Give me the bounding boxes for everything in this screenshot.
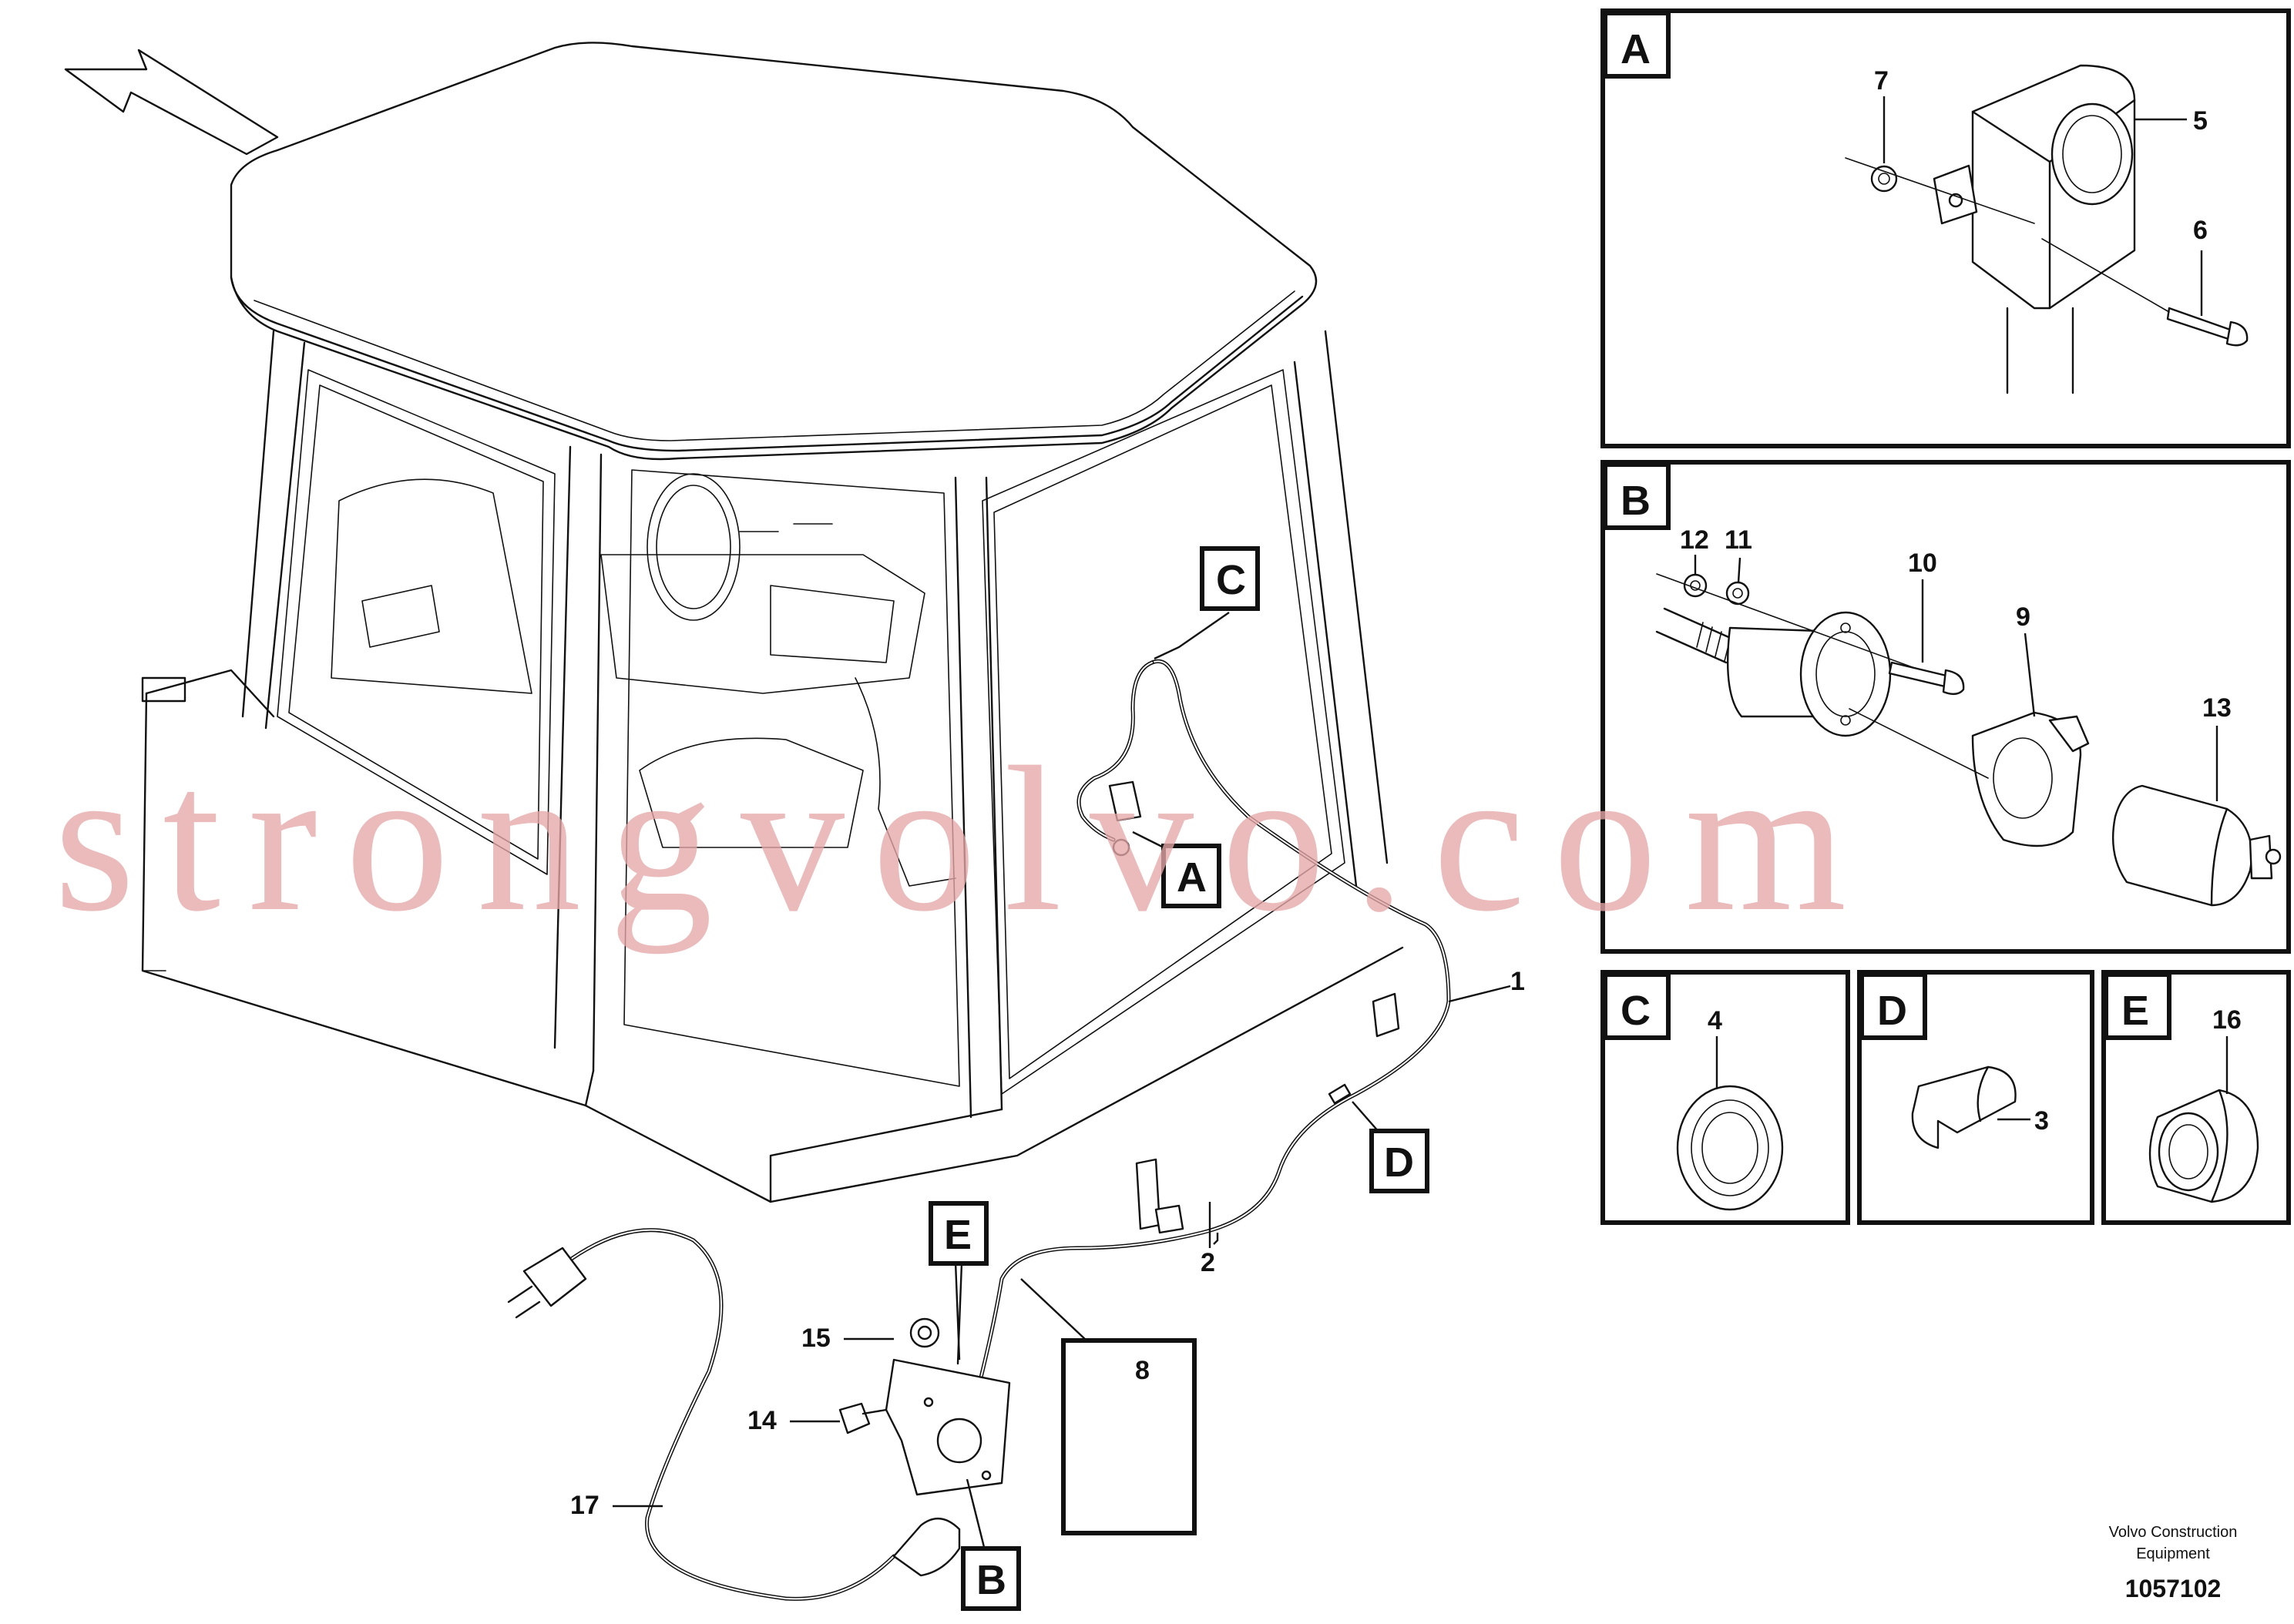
svg-text:B: B [976,1557,1006,1603]
main-tag-C: C [1200,546,1260,611]
svg-text:A: A [1177,854,1207,901]
detail-b: B 12 11 [1600,460,2291,954]
main-tag-D: D [1369,1129,1429,1193]
callout-8: 8 [1135,1356,1150,1385]
svg-text:13: 13 [2202,693,2232,723]
callout-1: 1 [1510,967,1525,996]
callout-17: 17 [570,1491,600,1520]
svg-text:D: D [1384,1139,1414,1186]
main-tag-E: E [929,1201,989,1266]
direction-arrow-icon [64,49,279,156]
detail-a: A 7 5 6 [1600,8,2291,448]
svg-text:16: 16 [2212,1005,2242,1035]
main-tag-A: A [1161,844,1221,908]
svg-text:10: 10 [1908,549,1937,578]
detail-8-frame [1061,1338,1197,1535]
svg-text:C: C [1216,557,1246,603]
callout-15: 15 [801,1324,831,1353]
drawing-number: 1057102 [2125,1575,2222,1602]
main-callouts: 1 2 8 14 15 17 [570,967,1525,1520]
svg-text:6: 6 [2193,216,2208,245]
manufacturer-line-1: Volvo Construction [2109,1524,2238,1541]
detail-d: D 3 [1857,970,2094,1225]
svg-text:A: A [1621,26,1651,72]
detail-e: E 16 [2101,970,2291,1225]
manufacturer-line-2: Equipment [2136,1545,2210,1562]
main-tag-B: B [961,1546,1021,1611]
svg-text:B: B [1621,478,1651,524]
svg-text:5: 5 [2193,106,2208,136]
svg-text:C: C [1621,988,1651,1034]
footer-block: Volvo Construction Equipment 1057102 [2109,1524,2238,1602]
svg-text:9: 9 [2016,602,2030,632]
cab-illustration [64,42,1404,1203]
watermark: strongvolvo.com [54,724,1874,955]
svg-text:4: 4 [1708,1006,1722,1035]
callout-14: 14 [747,1406,777,1435]
svg-text:3: 3 [2034,1106,2049,1136]
svg-text:11: 11 [1725,525,1752,555]
svg-text:7: 7 [1874,66,1889,96]
svg-text:E: E [944,1212,972,1258]
detail-c: C 4 [1600,970,1850,1225]
svg-text:12: 12 [1680,525,1709,555]
svg-text:E: E [2121,988,2149,1034]
svg-text:D: D [1877,988,1907,1034]
callout-2: 2 [1201,1248,1215,1277]
